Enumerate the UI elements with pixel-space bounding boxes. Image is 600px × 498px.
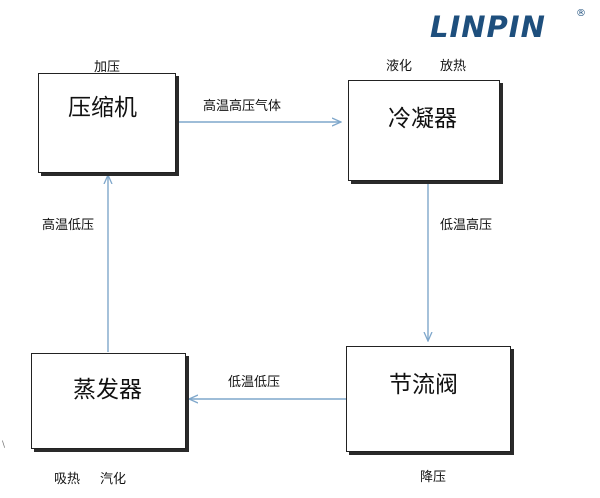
compressor-note: 加压 bbox=[94, 60, 121, 75]
throttle-valve-box: 节流阀 bbox=[346, 346, 511, 452]
evaporator-note-absorb-heat: 吸热 bbox=[54, 472, 81, 487]
throttle-valve-title: 节流阀 bbox=[389, 372, 458, 398]
evaporator-box: 蒸发器 bbox=[31, 353, 186, 449]
linpin-logo: LINPIN bbox=[430, 10, 546, 44]
condenser-note-liquefy: 液化 bbox=[386, 59, 413, 74]
registered-mark: ® bbox=[576, 8, 586, 19]
edge-label-high-temp-high-pressure-gas: 高温高压气体 bbox=[203, 99, 282, 114]
edge-label-low-temp-high-pressure: 低温高压 bbox=[440, 218, 493, 233]
throttle-valve-note: 降压 bbox=[420, 470, 447, 485]
evaporator-note-vaporize: 汽化 bbox=[100, 472, 127, 487]
edge-label-high-temp-low-pressure: 高温低压 bbox=[42, 218, 95, 233]
condenser-note-release-heat: 放热 bbox=[440, 59, 467, 74]
compressor-title: 压缩机 bbox=[68, 95, 137, 121]
edge-label-low-temp-low-pressure: 低温低压 bbox=[228, 375, 281, 390]
evaporator-title: 蒸发器 bbox=[73, 377, 142, 403]
condenser-box: 冷凝器 bbox=[348, 80, 500, 181]
compressor-box: 压缩机 bbox=[38, 73, 176, 173]
corner-mark: \ bbox=[2, 440, 6, 450]
condenser-title: 冷凝器 bbox=[388, 106, 457, 132]
